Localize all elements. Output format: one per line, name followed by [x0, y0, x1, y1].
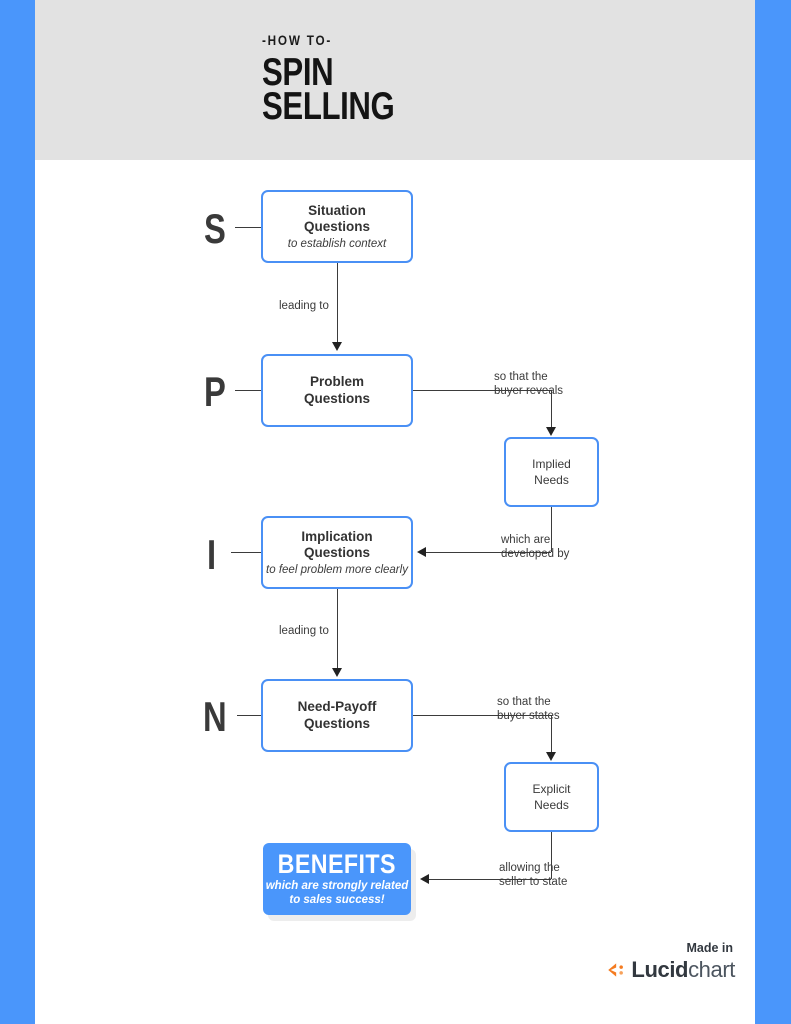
connector-explicit-to-benefits-v: [551, 832, 552, 879]
header-text-group: -HOW TO- SPIN SELLING: [262, 32, 428, 128]
page-title-line2: SELLING: [262, 85, 395, 128]
wordmark-lucid: Lucid: [631, 957, 689, 982]
connector-needpayoff-to-explicit-h: [413, 715, 551, 716]
box-implication-subtitle: to feel problem more clearly: [266, 563, 408, 576]
connector-needpayoff-to-explicit-v: [551, 715, 552, 754]
header-banner: -HOW TO- SPIN SELLING: [35, 0, 755, 160]
arrow-implication-to-needpayoff: [331, 668, 342, 677]
box-implied-needs[interactable]: Implied Needs: [504, 437, 599, 507]
diagram-canvas: S Situation Questions to establish conte…: [35, 160, 755, 1024]
arrow-situation-to-problem: [331, 342, 342, 351]
made-in-label: Made in: [686, 941, 733, 955]
lucidchart-wordmark: Lucidchart: [631, 959, 735, 981]
box-situation-subtitle: to establish context: [287, 237, 387, 250]
box-implication-questions[interactable]: Implication Questions to feel problem mo…: [261, 516, 413, 589]
connector-problem-to-implied-h: [413, 390, 551, 391]
benefits-subtitle: which are strongly related to sales succ…: [265, 880, 409, 906]
edge-label-which-are-developed-by: which are developed by: [501, 534, 570, 560]
box-situation-title: Situation Questions: [303, 202, 370, 235]
letter-s: S: [204, 205, 226, 252]
letter-p: P: [204, 368, 226, 415]
connector-i-to-implication: [231, 552, 261, 553]
connector-implication-to-needpayoff: [337, 589, 338, 670]
box-situation-questions[interactable]: Situation Questions to establish context: [261, 190, 413, 263]
lucidchart-logo[interactable]: Lucidchart: [585, 959, 735, 981]
letter-n: N: [203, 693, 227, 740]
box-explicit-needs-title: Explicit Needs: [532, 782, 571, 812]
arrow-needpayoff-to-explicit: [545, 752, 556, 761]
benefits-title: BENEFITS: [277, 849, 397, 879]
box-problem-questions[interactable]: Problem Questions: [261, 354, 413, 427]
arrow-implied-to-implication: [417, 546, 426, 557]
box-problem-title: Problem Questions: [303, 374, 370, 406]
arrow-problem-to-implied: [545, 427, 556, 436]
wordmark-chart: chart: [688, 957, 735, 982]
edge-label-leading-to-1: leading to: [279, 300, 329, 312]
box-implied-needs-title: Implied Needs: [532, 457, 571, 487]
letter-i: I: [207, 531, 217, 578]
footer-branding: Made in Lucidchart: [585, 941, 735, 981]
box-implication-title: Implication Questions: [301, 528, 373, 561]
right-accent-band: [755, 0, 791, 1024]
page-title: SPIN SELLING: [262, 51, 395, 128]
lucidchart-logo-icon: [608, 963, 624, 977]
page-title-line1: SPIN: [262, 51, 334, 94]
connector-explicit-to-benefits-h: [429, 879, 551, 880]
arrow-explicit-to-benefits: [420, 873, 429, 884]
connector-problem-to-implied-v: [551, 390, 552, 429]
header-eyebrow: -HOW TO-: [262, 32, 333, 48]
edge-label-so-that-buyer-states: so that the buyer states: [497, 696, 560, 722]
left-accent-band: [0, 0, 35, 1024]
edge-label-leading-to-2: leading to: [279, 625, 329, 637]
box-benefits[interactable]: BENEFITS which are strongly related to s…: [263, 843, 411, 915]
edge-label-allowing-seller-to-state: allowing the seller to state: [499, 862, 568, 888]
connector-implied-to-implication-h: [426, 552, 551, 553]
edge-label-so-that-buyer-reveals: so that the buyer reveals: [494, 371, 564, 397]
connector-implied-to-implication-v: [551, 507, 552, 552]
connector-n-to-needpayoff: [237, 715, 261, 716]
connector-situation-to-problem: [337, 263, 338, 344]
box-need-payoff-title: Need-Payoff Questions: [297, 699, 377, 731]
box-need-payoff-questions[interactable]: Need-Payoff Questions: [261, 679, 413, 752]
connector-p-to-problem: [235, 390, 261, 391]
box-explicit-needs[interactable]: Explicit Needs: [504, 762, 599, 832]
connector-s-to-situation: [235, 227, 261, 228]
